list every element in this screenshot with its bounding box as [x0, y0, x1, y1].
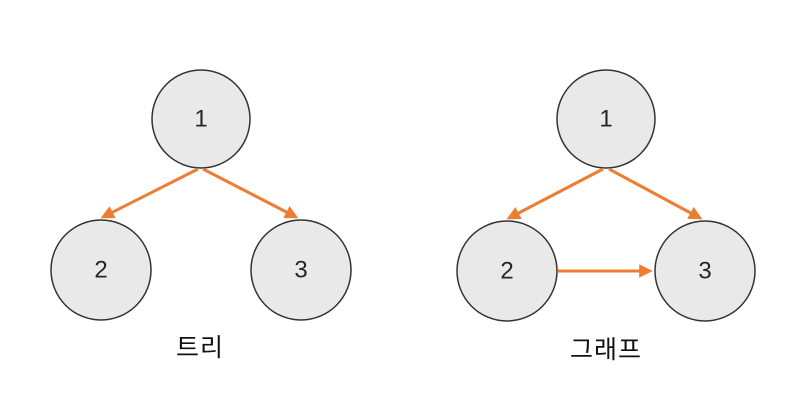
edge-arrow-tree-1-to-2 — [100, 167, 199, 219]
edge-arrow-graph-1-to-2 — [506, 167, 604, 220]
node-label-graph-3: 3 — [698, 258, 711, 285]
edge-arrow-tree-1-to-3 — [202, 167, 299, 219]
node-label-tree-3: 3 — [294, 257, 307, 284]
graph-label: 그래프 — [569, 336, 643, 364]
node-circle-graph-1 — [556, 69, 656, 169]
node-circle-tree-2 — [50, 219, 152, 321]
node-circle-tree-3 — [250, 219, 352, 321]
node-label-graph-2: 2 — [500, 258, 513, 285]
node-label-tree-1: 1 — [194, 106, 207, 133]
node-circle-graph-2 — [456, 220, 558, 322]
node-circle-graph-3 — [654, 220, 756, 322]
node-label-tree-2: 2 — [94, 257, 107, 284]
tree-label: 트리 — [175, 334, 225, 362]
diagram-tree: 1 2 3 — [50, 69, 352, 321]
node-circle-tree-1 — [151, 69, 251, 169]
diagram-graph: 1 2 3 — [456, 69, 756, 322]
edge-arrow-graph-1-to-3 — [608, 167, 703, 220]
node-label-graph-1: 1 — [599, 106, 612, 133]
